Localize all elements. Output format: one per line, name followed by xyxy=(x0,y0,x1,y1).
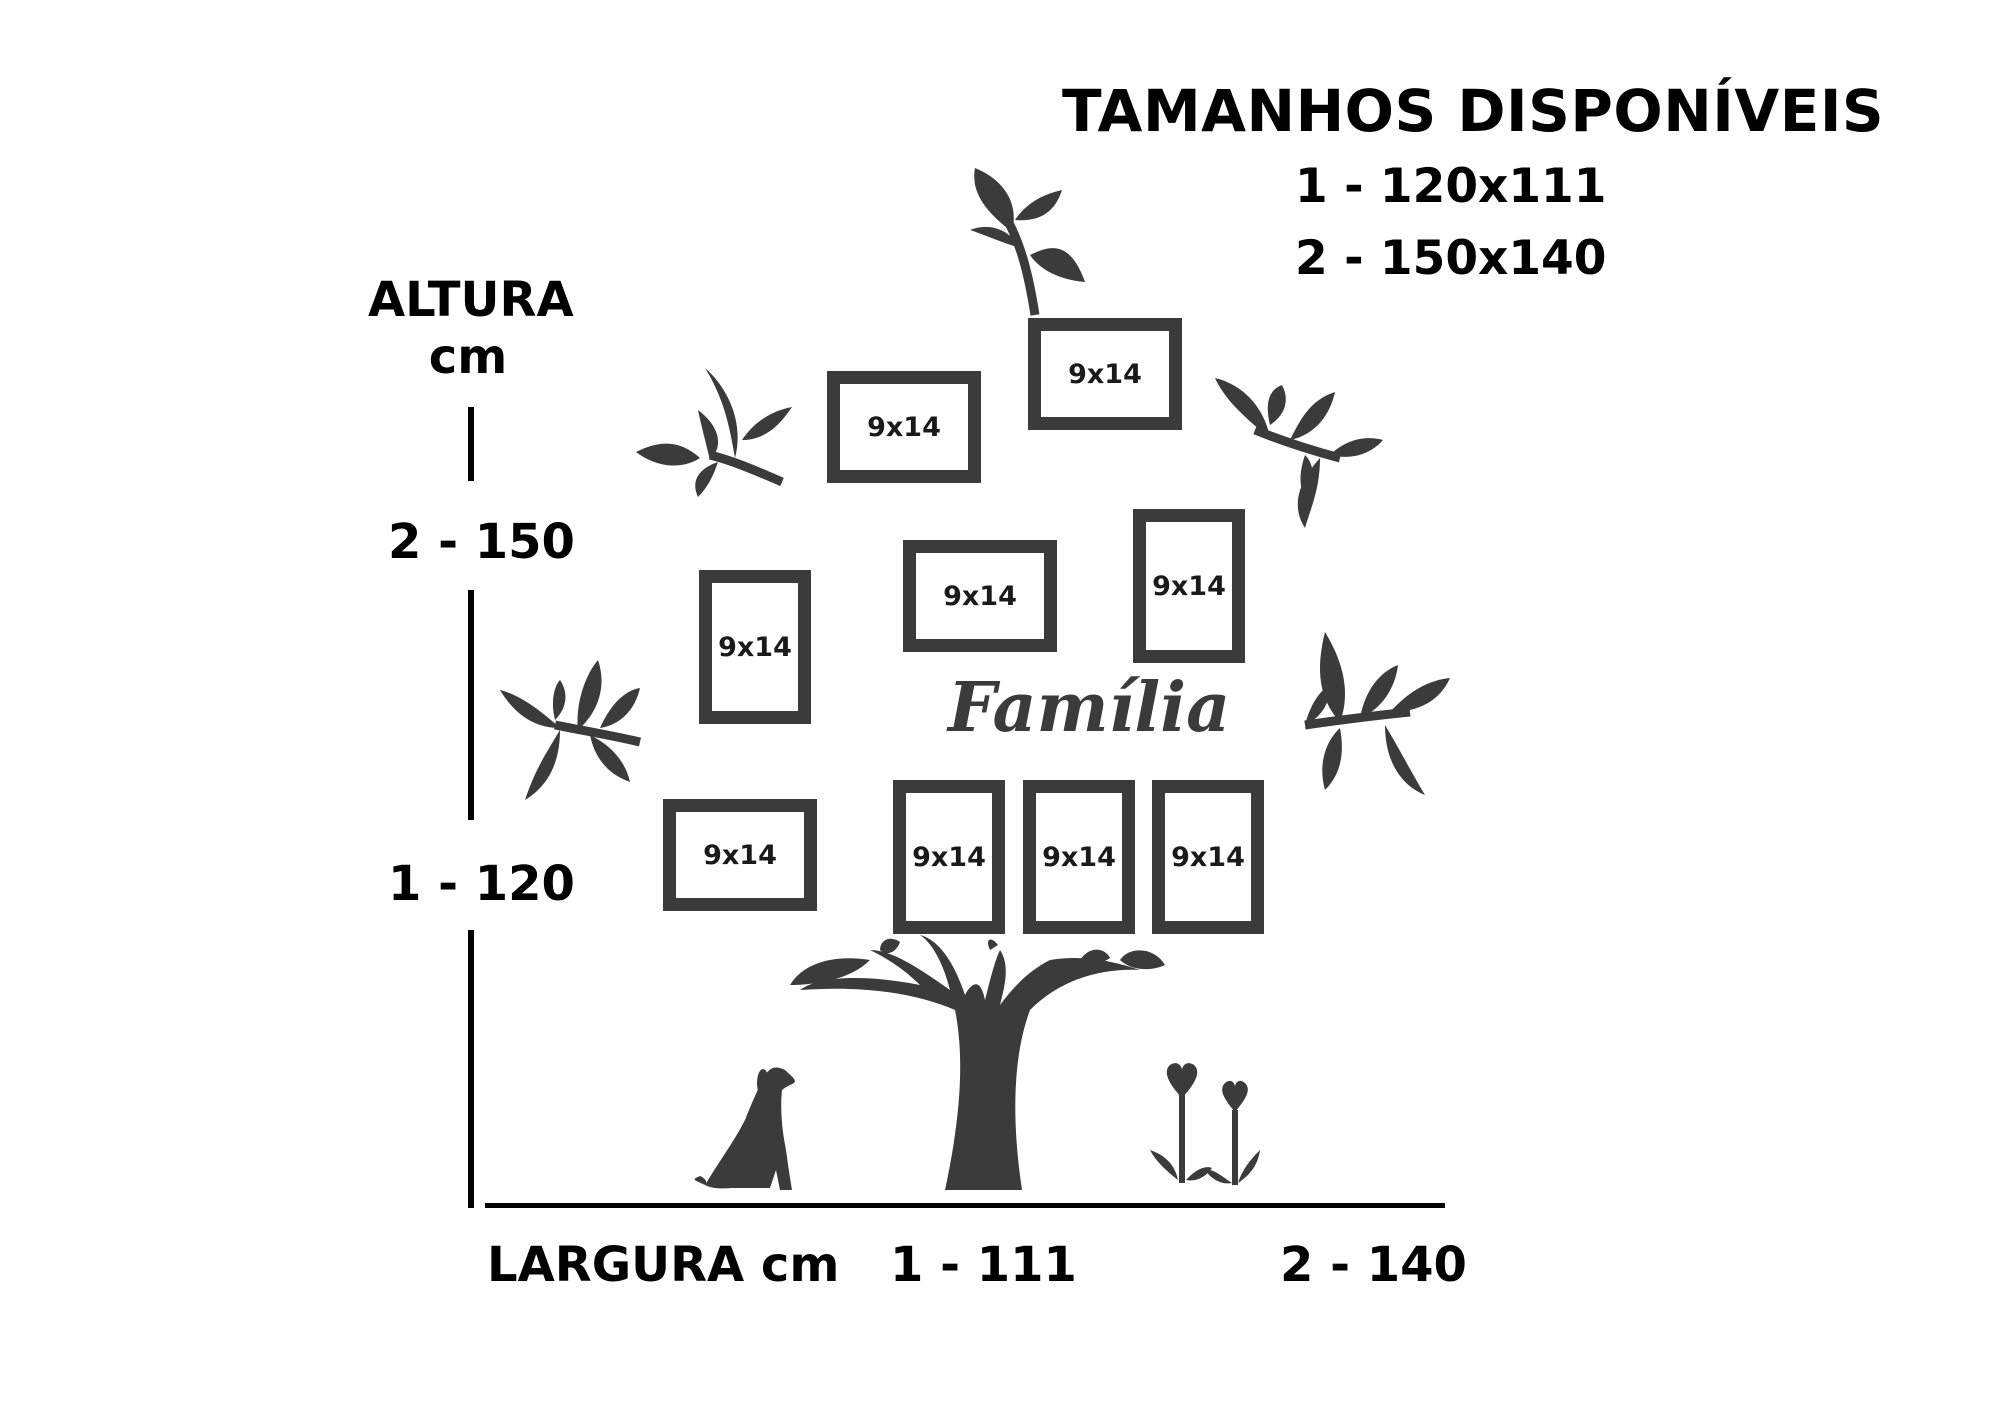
photo-frame-2: 9x14 xyxy=(1028,318,1182,430)
height-label-line2: cm xyxy=(428,328,508,385)
tree-trunk xyxy=(790,935,1165,1190)
frame-size-label: 9x14 xyxy=(943,580,1017,612)
height-axis-segment-bottom xyxy=(468,930,474,1208)
photo-frame-5: 9x14 xyxy=(699,570,811,724)
frame-size-label: 9x14 xyxy=(1042,841,1116,873)
leaf-branch-lower-left xyxy=(500,660,642,800)
height-label-line1: ALTURA xyxy=(368,272,574,328)
photo-frame-7: 9x14 xyxy=(893,780,1005,934)
height-axis-label: ALTURA cm xyxy=(368,272,574,385)
photo-frame-4: 9x14 xyxy=(1133,509,1245,663)
photo-frame-1: 9x14 xyxy=(827,371,981,483)
familia-lettering: Família xyxy=(948,668,1231,748)
leaf-branch-top xyxy=(970,168,1085,316)
frame-size-label: 9x14 xyxy=(718,631,792,663)
photo-frame-8: 9x14 xyxy=(1023,780,1135,934)
width-axis-label: LARGURA cm xyxy=(487,1237,840,1293)
frame-size-label: 9x14 xyxy=(1171,841,1245,873)
width-axis-line xyxy=(485,1203,1445,1208)
leaf-branch-lower-right xyxy=(1304,632,1450,795)
leaf-branch-upper-right xyxy=(1215,378,1383,528)
height-axis-segment-middle xyxy=(468,590,474,820)
width-mark-1: 1 - 111 xyxy=(890,1237,1077,1293)
frame-size-label: 9x14 xyxy=(703,839,777,871)
height-axis-segment-top xyxy=(468,407,474,481)
frame-size-label: 9x14 xyxy=(912,841,986,873)
heart-flowers xyxy=(1150,1063,1260,1185)
dog-silhouette xyxy=(694,1067,795,1190)
sizes-title: TAMANHOS DISPONÍVEIS xyxy=(1062,77,1885,145)
frame-size-label: 9x14 xyxy=(1068,358,1142,390)
size-option-2: 2 - 150x140 xyxy=(1295,231,1607,286)
width-mark-2: 2 - 140 xyxy=(1280,1237,1467,1293)
photo-frame-3: 9x14 xyxy=(903,540,1057,652)
height-mark-1: 1 - 120 xyxy=(388,856,575,912)
photo-frame-9: 9x14 xyxy=(1152,780,1264,934)
frame-size-label: 9x14 xyxy=(867,411,941,443)
frame-size-label: 9x14 xyxy=(1152,570,1226,602)
size-option-1: 1 - 120x111 xyxy=(1295,159,1607,214)
photo-frame-6: 9x14 xyxy=(663,799,817,911)
leaf-branch-upper-left xyxy=(636,368,792,497)
height-mark-2: 2 - 150 xyxy=(388,514,575,570)
